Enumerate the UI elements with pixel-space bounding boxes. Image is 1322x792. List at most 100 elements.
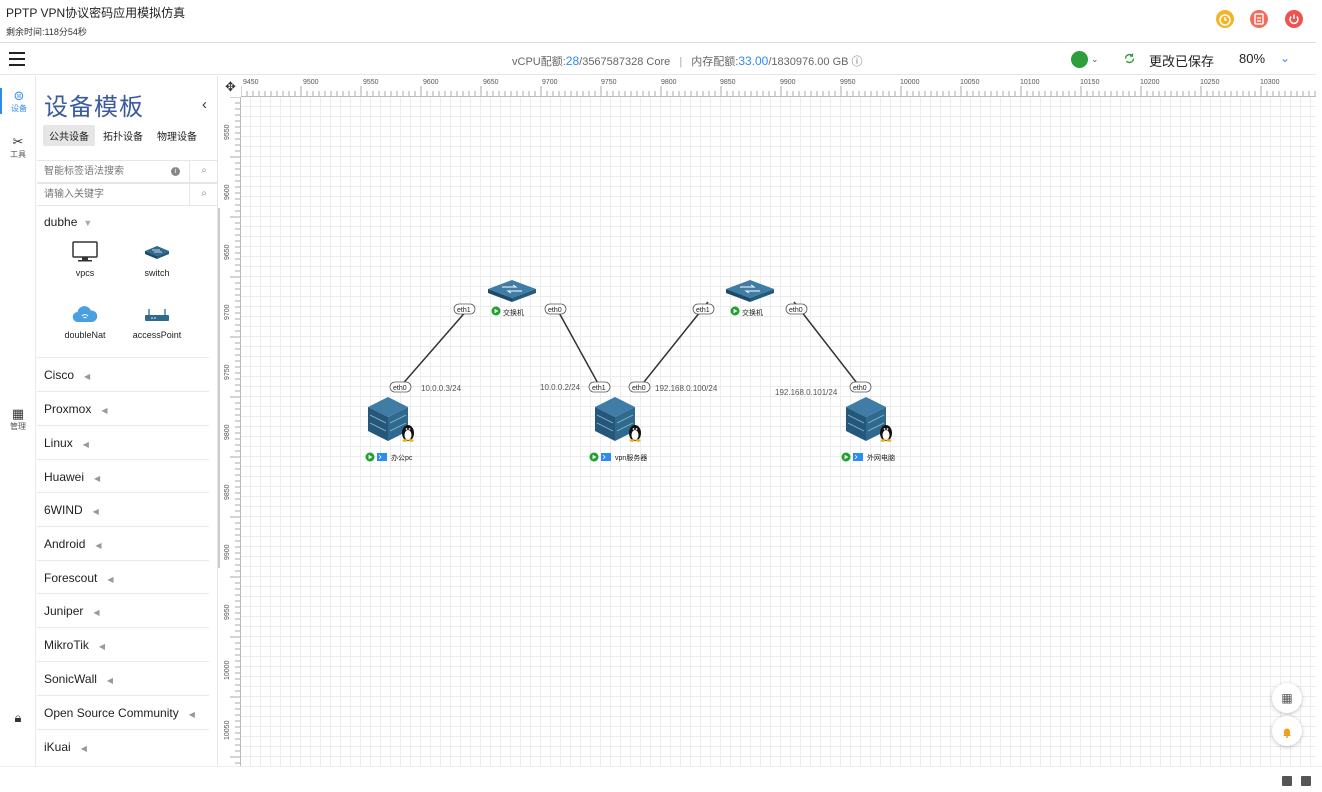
template-vpcs[interactable]: vpcs — [55, 241, 115, 278]
node-sw1[interactable] — [487, 279, 537, 303]
bell-icon — [1283, 728, 1291, 738]
link-pc-sw1[interactable] — [399, 308, 469, 388]
search-icon[interactable]: ⌕ — [189, 161, 217, 182]
node-label: 交换机 — [503, 308, 524, 317]
info-icon[interactable]: ⓘ — [851, 56, 863, 68]
ruler-left-label: 9900 — [224, 544, 231, 560]
tab-public-devices[interactable]: 公共设备 — [43, 125, 95, 146]
user-menu[interactable]: ⌄ — [1071, 51, 1099, 69]
node-office-pc-status — [365, 452, 387, 462]
alarm-clock-icon[interactable] — [1216, 10, 1234, 28]
ip-label: 10.0.0.3/24 — [421, 384, 462, 393]
vendor-6wind[interactable]: 6WIND◀ — [37, 492, 209, 526]
switch-icon — [725, 279, 775, 303]
caret-left-icon: ◀ — [95, 541, 102, 550]
topology-canvas[interactable]: 9450 9500 9550 9600 9650 9700 9750 9800 … — [220, 76, 1316, 766]
rail-item-device[interactable]: ⊜ 设备 — [0, 88, 36, 114]
vendor-juniper[interactable]: Juniper◀ — [37, 593, 209, 627]
vendor-label: Juniper — [44, 604, 84, 618]
vendor-proxmox[interactable]: Proxmox ◀ — [37, 391, 209, 425]
keyword-search-row: ⌕ — [37, 183, 217, 206]
device-icon: ⊜ — [13, 88, 25, 103]
rail-item-manage[interactable]: ▦ 管理 — [0, 406, 36, 432]
left-rail: ⊜ 设备 ✂ 工具 ▦ 管理 🔒︎ — [0, 76, 36, 792]
tab-topology-devices[interactable]: 拓扑设备 — [103, 132, 143, 143]
caret-left-icon: ◀ — [188, 710, 195, 719]
template-label: vpcs — [75, 268, 95, 278]
vendor-huawei[interactable]: Huawei◀ — [37, 459, 209, 493]
menu-toggle-icon[interactable] — [9, 52, 25, 66]
cloud-icon — [72, 306, 98, 323]
vendor-sonicwall[interactable]: SonicWall◀ — [37, 661, 209, 695]
vendor-label: Open Source Community — [44, 706, 179, 720]
keyword-search-input[interactable] — [37, 184, 187, 205]
server-icon — [845, 396, 887, 442]
svg-text:eth1: eth1 — [592, 385, 606, 392]
node-label: 办公pc — [391, 453, 413, 462]
switch-icon — [145, 246, 169, 259]
rail-item-tools[interactable]: ✂ 工具 — [0, 134, 36, 160]
vendor-label: 6WIND — [44, 503, 83, 517]
vendor-label: Forescout — [44, 571, 98, 585]
caret-left-icon: ◀ — [101, 406, 108, 415]
linux-icon — [629, 425, 641, 442]
vendor-android[interactable]: Android◀ — [37, 526, 209, 560]
bell-button[interactable] — [1272, 716, 1302, 746]
panel-scrollbar[interactable] — [218, 208, 220, 568]
monitor-icon — [72, 241, 98, 262]
ruler-top-label: 9750 — [601, 79, 617, 86]
ip-label: 10.0.0.2/24 — [540, 383, 581, 392]
vendor-mikrotik[interactable]: MikroTik◀ — [37, 627, 209, 661]
mem-used: 33.00 — [738, 54, 769, 68]
node-office-pc[interactable] — [367, 396, 414, 442]
tag-search-input[interactable] — [37, 161, 187, 182]
template-accesspoint[interactable]: accessPoint — [127, 303, 187, 340]
ruler-left-label: 9700 — [224, 304, 231, 320]
lock-icon[interactable]: 🔒︎ — [14, 710, 22, 725]
vendor-cisco[interactable]: Cisco◀ — [37, 357, 209, 391]
server-icon — [367, 396, 409, 442]
zoom-level[interactable]: 80% — [1239, 51, 1266, 66]
vendor-label: Proxmox — [44, 402, 92, 416]
template-label: accessPoint — [132, 330, 182, 340]
port-badge: eth0 — [389, 381, 412, 393]
port-badge: eth0 — [628, 381, 651, 393]
tab-physical-devices[interactable]: 物理设备 — [157, 132, 197, 143]
collapse-panel-icon[interactable]: ‹ — [202, 96, 207, 113]
vendor-label: Linux — [44, 436, 73, 450]
expand-icon[interactable] — [1282, 776, 1292, 786]
vendor-linux[interactable]: Linux◀ — [37, 425, 209, 459]
fullscreen-icon[interactable] — [1301, 776, 1311, 786]
search-icon[interactable]: ⌕ — [189, 184, 217, 205]
link-sw2-ext[interactable] — [793, 301, 861, 388]
node-external-pc[interactable] — [845, 396, 892, 442]
panel-title: 设备模板 — [44, 94, 144, 121]
notice-icon[interactable] — [1250, 10, 1268, 28]
qr-code-button[interactable]: ▦ — [1272, 683, 1302, 713]
zoom-dropdown-icon[interactable]: ⌄ — [1280, 51, 1291, 65]
link-sw1-vpn[interactable] — [556, 308, 601, 388]
switch-icon — [487, 279, 537, 303]
group-dubhe[interactable]: dubhe▼ — [44, 215, 92, 229]
template-doublenat[interactable]: doubleNat — [55, 303, 115, 340]
vendor-ikuai[interactable]: iKuai◀ — [37, 729, 209, 763]
caret-left-icon: ◀ — [84, 372, 91, 381]
node-sw2[interactable] — [725, 279, 775, 303]
node-vpn-server[interactable] — [594, 396, 641, 442]
vendor-forescout[interactable]: Forescout◀ — [37, 560, 209, 594]
node-vpn-status — [589, 452, 611, 462]
caret-left-icon: ◀ — [94, 474, 101, 483]
panel-tabs: 公共设备拓扑设备 物理设备 — [43, 125, 213, 146]
info-icon[interactable]: i — [171, 167, 180, 176]
node-label: vpn服务器 — [615, 453, 647, 462]
svg-text:eth0: eth0 — [632, 385, 646, 392]
time-remaining: 剩余时间:118分54秒 — [6, 27, 87, 37]
power-icon[interactable] — [1285, 10, 1303, 28]
ruler-top-label: 10100 — [1020, 79, 1040, 86]
vendor-open-source-community[interactable]: Open Source Community ◀ — [37, 695, 209, 729]
ruler-left-label: 9850 — [224, 484, 231, 500]
vendor-label: MikroTik — [44, 638, 89, 652]
move-icon[interactable]: ✥ — [220, 76, 241, 97]
template-switch[interactable]: switch — [127, 241, 187, 278]
link-vpn-sw2[interactable] — [639, 301, 709, 388]
